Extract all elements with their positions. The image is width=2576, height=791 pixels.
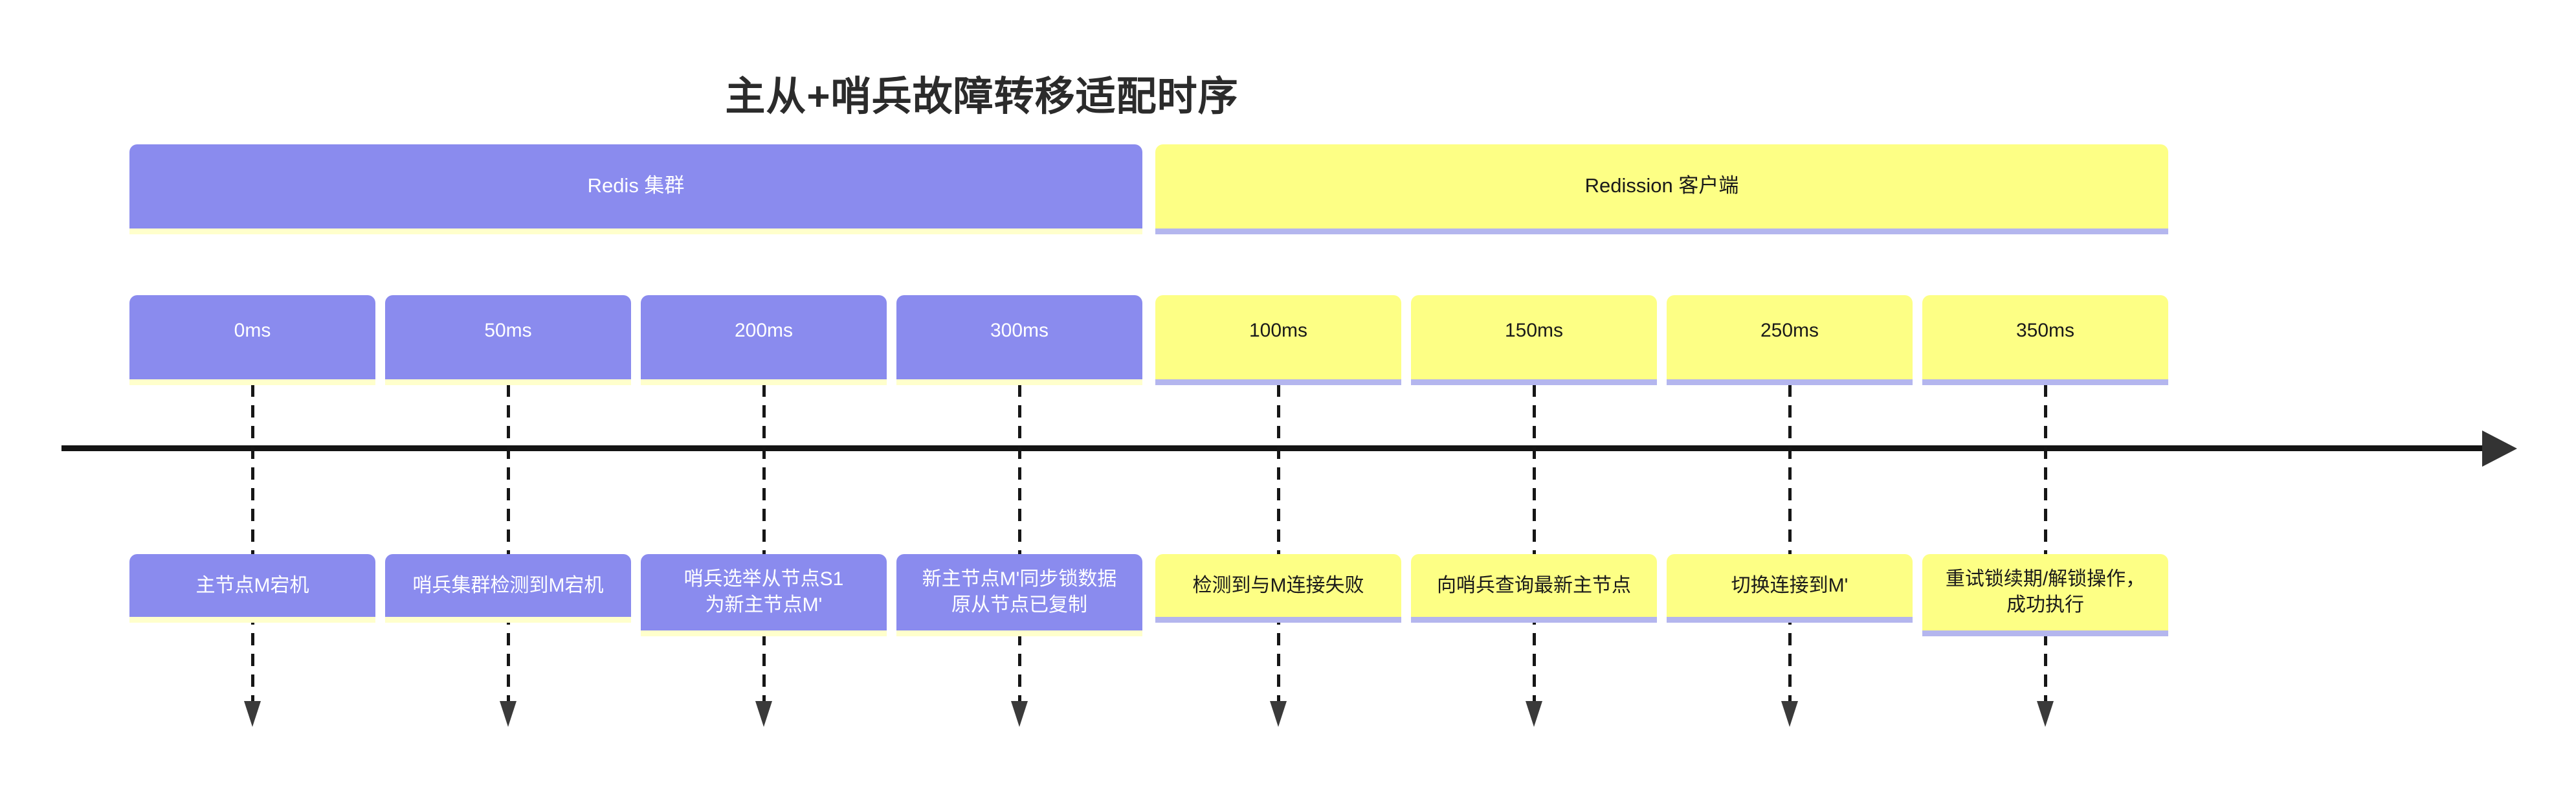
- down-arrowhead-icon: [2037, 701, 2054, 727]
- event-box: 重试锁续期/解锁操作， 成功执行: [1922, 554, 2168, 636]
- down-arrowhead-icon: [244, 701, 261, 727]
- event-label: 哨兵选举从节点S1 为新主节点M': [683, 568, 844, 616]
- section-bar: Redission 客户端: [1155, 144, 2168, 234]
- down-arrowhead-icon: [500, 701, 516, 727]
- down-arrowhead-icon: [1781, 701, 1798, 727]
- event-box: 新主节点M'同步锁数据 原从节点已复制: [896, 554, 1142, 636]
- event-box: 向哨兵查询最新主节点: [1411, 554, 1657, 623]
- dashed-connector-line: [762, 384, 766, 701]
- event-box-shadow: [641, 630, 887, 636]
- event-box: 切换连接到M': [1667, 554, 1913, 623]
- dashed-connector-line: [506, 384, 510, 701]
- event-label: 哨兵集群检测到M宕机: [412, 574, 604, 596]
- time-period-shadow: [1155, 379, 1401, 385]
- section-bar-shadow: [1155, 228, 2168, 234]
- time-period-shadow: [1411, 379, 1657, 385]
- dashed-connector-line: [1276, 384, 1280, 701]
- time-period-label: 250ms: [1760, 320, 1819, 341]
- dashed-connector-line: [250, 384, 254, 701]
- event-label: 切换连接到M': [1731, 574, 1849, 596]
- time-period-box: 0ms: [129, 295, 375, 385]
- event-label: 新主节点M'同步锁数据 原从节点已复制: [922, 568, 1117, 616]
- event-label: 向哨兵查询最新主节点: [1437, 574, 1631, 596]
- time-period-label: 350ms: [2015, 320, 2075, 341]
- time-period-label: 0ms: [234, 320, 271, 341]
- event-box: 检测到与M连接失败: [1155, 554, 1401, 623]
- event-box-shadow: [1411, 617, 1657, 623]
- event-label: 检测到与M连接失败: [1192, 574, 1364, 596]
- down-arrowhead-icon: [1011, 701, 1028, 727]
- time-period-shadow: [129, 379, 375, 385]
- time-period-label: 100ms: [1249, 320, 1308, 341]
- event-box: 哨兵选举从节点S1 为新主节点M': [641, 554, 887, 636]
- down-arrowhead-icon: [1270, 701, 1287, 727]
- event-box-shadow: [385, 617, 631, 623]
- time-period-shadow: [1922, 379, 2168, 385]
- down-arrowhead-icon: [755, 701, 772, 727]
- event-box: 哨兵集群检测到M宕机: [385, 554, 631, 623]
- time-axis-arrowhead-icon: [2482, 430, 2517, 467]
- time-period-box: 50ms: [385, 295, 631, 385]
- time-period-shadow: [641, 379, 887, 385]
- time-period-box: 300ms: [896, 295, 1142, 385]
- section-label: Redission 客户端: [1584, 174, 1739, 197]
- section-label: Redis 集群: [587, 174, 685, 197]
- dashed-connector-line: [2043, 384, 2047, 701]
- time-period-box: 100ms: [1155, 295, 1401, 385]
- event-label: 重试锁续期/解锁操作， 成功执行: [1945, 568, 2146, 616]
- time-period-box: 250ms: [1667, 295, 1913, 385]
- event-box-shadow: [1667, 617, 1913, 623]
- dashed-connector-line: [1017, 384, 1021, 701]
- dashed-connector-line: [1788, 384, 1792, 701]
- time-period-shadow: [1667, 379, 1913, 385]
- time-period-label: 200ms: [734, 320, 794, 341]
- diagram-title: 主从+哨兵故障转移适配时序: [725, 74, 1239, 119]
- dashed-connector-line: [1532, 384, 1536, 701]
- event-box-shadow: [1155, 617, 1401, 623]
- event-box-shadow: [896, 630, 1142, 636]
- time-period-box: 350ms: [1922, 295, 2168, 385]
- event-box-shadow: [129, 617, 375, 623]
- event-box: 主节点M宕机: [129, 554, 375, 623]
- time-period-label: 50ms: [484, 320, 532, 341]
- event-box-shadow: [1922, 630, 2168, 636]
- time-period-box: 150ms: [1411, 295, 1657, 385]
- section-bar-shadow: [129, 228, 1142, 234]
- time-period-shadow: [385, 379, 631, 385]
- time-period-box: 200ms: [641, 295, 887, 385]
- event-label: 主节点M宕机: [195, 574, 309, 596]
- time-period-label: 300ms: [990, 320, 1049, 341]
- time-axis-line: [61, 445, 2482, 451]
- down-arrowhead-icon: [1526, 701, 1542, 727]
- section-bar: Redis 集群: [129, 144, 1142, 234]
- time-period-shadow: [896, 379, 1142, 385]
- time-period-label: 150ms: [1504, 320, 1564, 341]
